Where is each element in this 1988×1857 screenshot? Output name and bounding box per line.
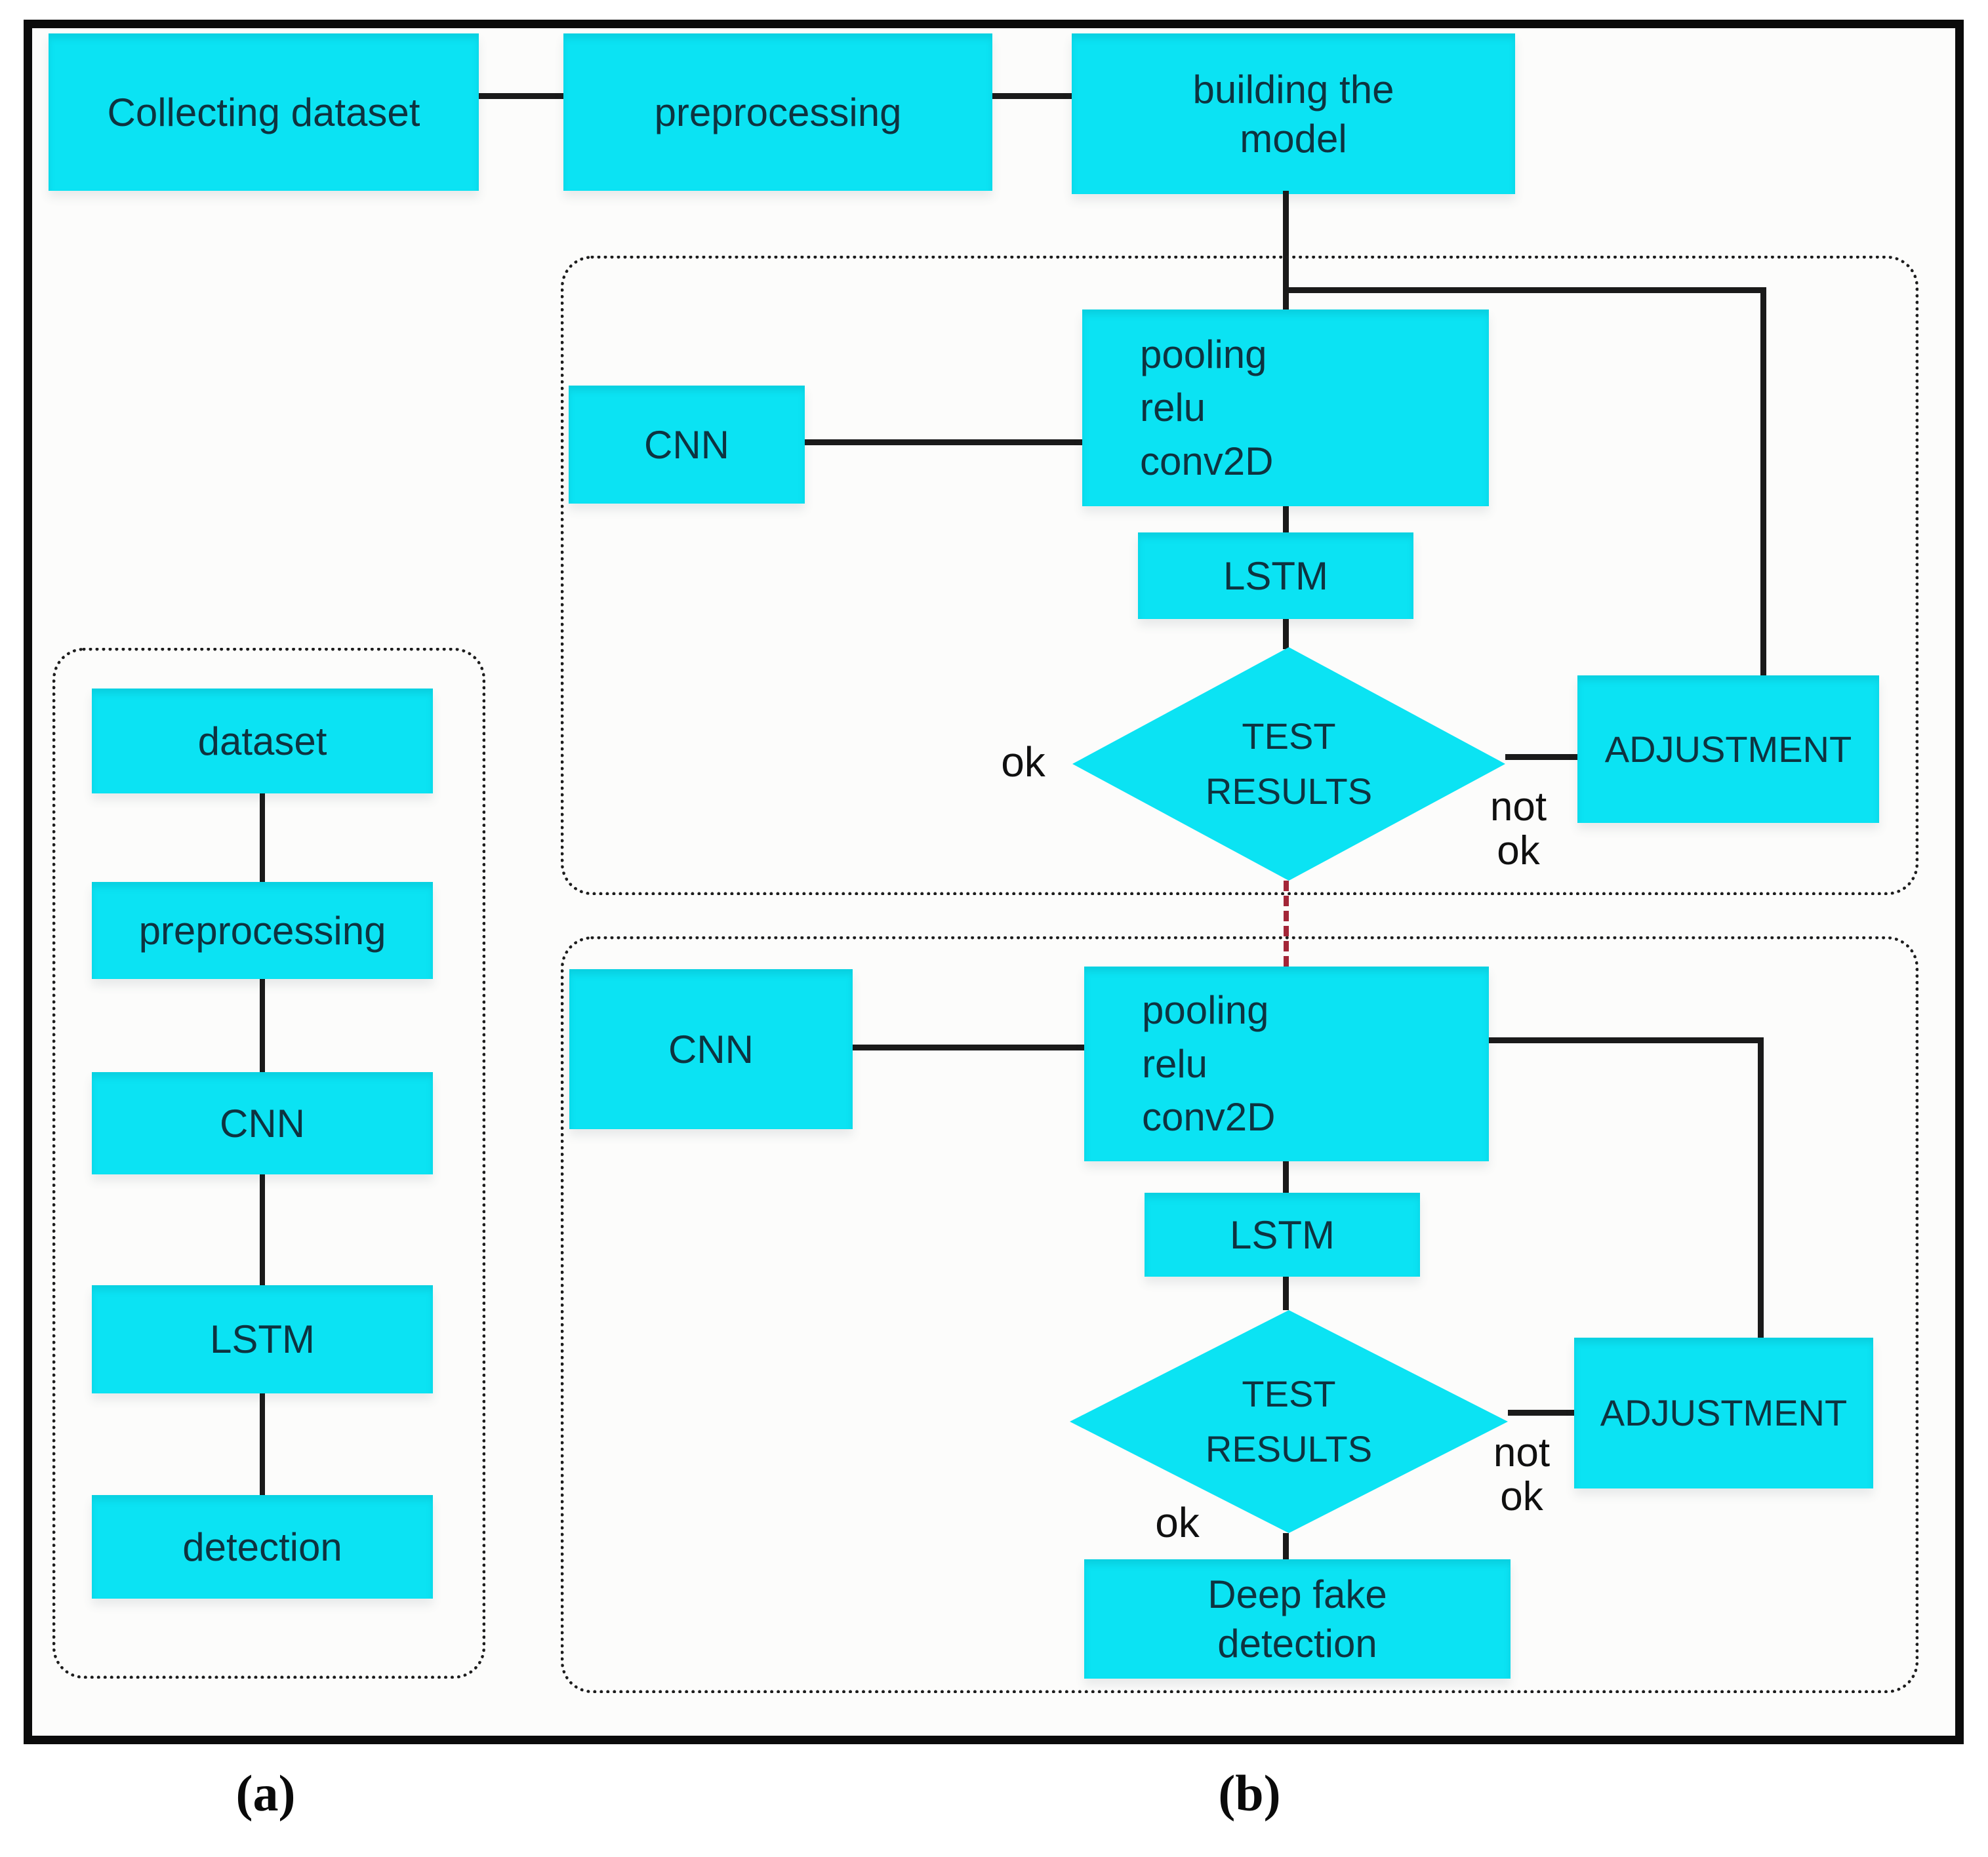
connector-stage1-decision-to-adjustment <box>1505 754 1577 760</box>
connector-stage1-stack-to-lstm <box>1283 506 1289 532</box>
connector-stage1-lstm-to-decision <box>1283 619 1289 649</box>
connector-stage2-adjustment-feedback-horizontal <box>1489 1037 1764 1043</box>
connector-stage2-lstm-to-decision <box>1283 1277 1289 1310</box>
node-building-the-model: building the model <box>1072 33 1515 194</box>
node-stage2-deep-fake-detection: Deep fake detection <box>1084 1559 1511 1679</box>
connector-preprocessing-to-building <box>992 93 1072 99</box>
connector-building-to-stage1 <box>1283 191 1289 311</box>
connector-stage2-stack-to-lstm <box>1283 1161 1289 1193</box>
node-a-cnn: CNN <box>92 1072 433 1174</box>
connector-a-preprocessing-cnn <box>260 979 265 1072</box>
node-preprocessing-top: preprocessing <box>563 33 992 191</box>
node-a-lstm: LSTM <box>92 1285 433 1393</box>
label-stage1-ok: ok <box>1001 738 1045 786</box>
panel-a-dotted-region <box>52 648 485 1679</box>
connector-stage2-decision-to-output <box>1283 1533 1289 1559</box>
label-stage2-not-ok: not ok <box>1493 1430 1551 1519</box>
node-a-dataset: dataset <box>92 689 433 793</box>
node-stage1-adjustment: ADJUSTMENT <box>1577 675 1879 823</box>
node-stage2-conv-stack: pooling relu conv2D <box>1084 967 1489 1161</box>
connector-stage1-adjustment-feedback-horizontal <box>1283 287 1766 293</box>
connector-collecting-to-preprocessing <box>479 93 563 99</box>
connector-stage1-adjustment-feedback-vertical <box>1760 287 1766 675</box>
label-stage1-not-ok: not ok <box>1490 784 1547 873</box>
node-stage1-conv-stack: pooling relu conv2D <box>1082 310 1489 506</box>
connector-stage1-cnn-to-stack <box>805 439 1082 445</box>
node-a-preprocessing: preprocessing <box>92 882 433 979</box>
node-collecting-dataset: Collecting dataset <box>49 33 479 191</box>
node-stage2-cnn: CNN <box>569 969 853 1129</box>
connector-stage2-adjustment-feedback-vertical <box>1758 1037 1764 1338</box>
node-a-detection: detection <box>92 1495 433 1599</box>
connector-stage2-cnn-to-stack <box>853 1045 1084 1050</box>
label-stage2-ok: ok <box>1155 1499 1200 1546</box>
caption-panel-b: (b) <box>1218 1765 1281 1822</box>
connector-stage1-to-stage2-dashed <box>1284 881 1289 967</box>
node-stage2-lstm: LSTM <box>1145 1193 1420 1277</box>
connector-stage2-decision-to-adjustment <box>1508 1410 1574 1416</box>
connector-a-dataset-preprocessing <box>260 793 265 882</box>
caption-panel-a: (a) <box>235 1765 296 1822</box>
connector-a-cnn-lstm <box>260 1174 265 1285</box>
node-stage2-adjustment: ADJUSTMENT <box>1574 1338 1873 1488</box>
stage2-dotted-region <box>561 936 1918 1693</box>
stage1-dotted-region <box>561 256 1918 895</box>
node-stage1-lstm: LSTM <box>1138 532 1413 619</box>
node-stage1-cnn: CNN <box>569 386 805 504</box>
connector-a-lstm-detection <box>260 1393 265 1495</box>
